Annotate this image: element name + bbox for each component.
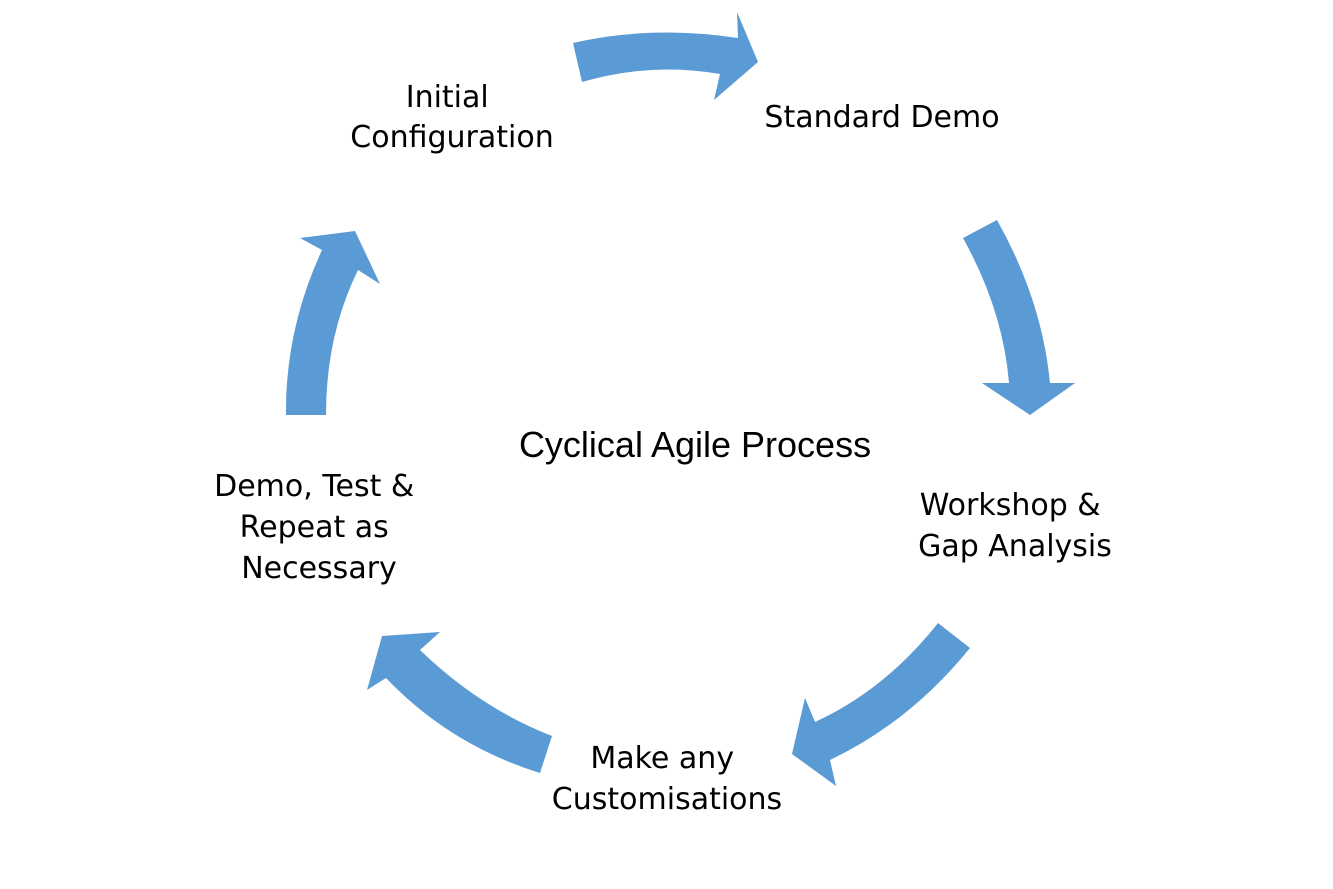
step-label-line: Repeat as (240, 510, 389, 545)
step-label-line: Workshop & (920, 488, 1101, 523)
step-label-line: Configuration (350, 120, 553, 155)
step-initial-configuration: Initial Configuration (350, 80, 553, 155)
step-label-line: Gap Analysis (918, 529, 1112, 564)
cycle-arrow-top (573, 12, 758, 100)
step-demo-test-repeat: Demo, Test & Repeat as Necessary (214, 469, 424, 586)
cycle-arrow-bottom-left (367, 632, 552, 773)
cycle-arrow-right (963, 220, 1075, 415)
cycle-arrow-left (285, 231, 380, 415)
step-label-line: Standard Demo (764, 100, 999, 135)
step-label-line: Necessary (241, 551, 397, 586)
step-label-line: Make any (590, 741, 734, 776)
step-standard-demo: Standard Demo (764, 100, 999, 135)
diagram-title: Cyclical Agile Process (519, 424, 871, 465)
step-label-line: Demo, Test & (214, 469, 414, 504)
step-label-line: Customisations (552, 782, 782, 817)
step-label-line: Initial (406, 80, 489, 115)
step-workshop-gap-analysis: Workshop & Gap Analysis (918, 488, 1112, 564)
cycle-arrow-bottom-right (792, 623, 970, 786)
step-make-customisations: Make any Customisations (552, 741, 782, 817)
